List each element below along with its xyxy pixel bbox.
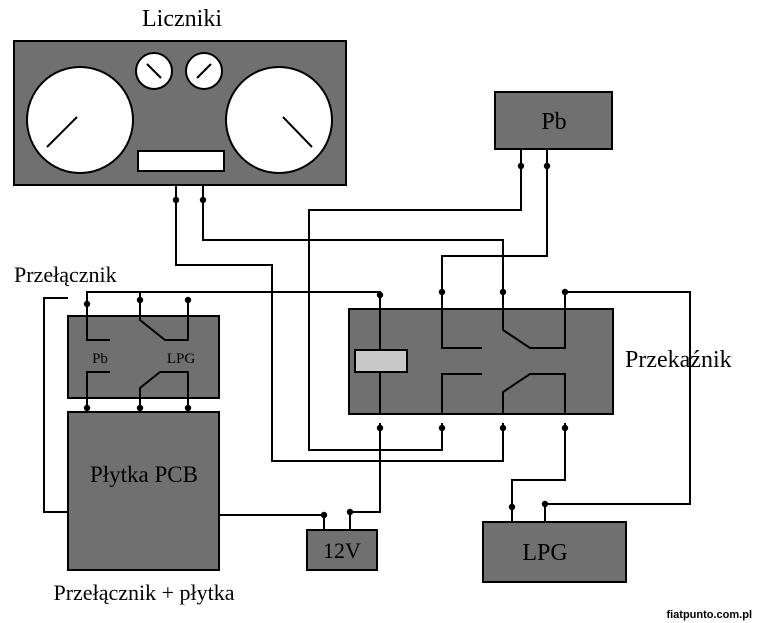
watermark: fiatpunto.com.pl [666,609,752,621]
lpg-box: LPG [482,521,627,583]
wire-relay-lpg-2 [511,423,566,523]
liczniki-box [13,40,347,186]
left-gauge-icon [26,66,134,174]
switch-box: Pb LPG [67,298,220,412]
junction-dots [83,162,569,519]
wire-pcb-12v [220,514,325,531]
wire-switch-coil [86,291,381,318]
battery-12v-box: 12V [306,529,378,571]
display-window [137,150,225,172]
pcb-box: Płytka PCB [67,411,220,571]
wire-liczniki-2 [202,186,504,310]
przelacznik-title: Przełącznik [14,262,117,287]
right-gauge-icon [225,66,333,174]
wire-pb-1 [308,150,522,451]
wire-liczniki-1 [175,186,504,462]
wire-coil-12v [349,423,381,531]
switch-lpg-label: LPG [167,351,196,367]
caption: Przełącznik + płytka [53,580,234,605]
relay-box [348,308,614,415]
wire-left-loop [43,297,68,513]
battery-12v-label: 12V [323,538,361,563]
pb-box-label: Pb [541,109,566,135]
liczniki-title: Liczniki [142,6,222,32]
relay-coil [354,349,408,373]
lpg-box-label: LPG [522,540,567,566]
pcb-label: Płytka PCB [90,462,198,487]
pb-box: Pb [494,91,613,150]
switch-pb-label: Pb [92,351,108,367]
wire-pb-2 [441,150,548,310]
przekaznik-title: Przekaźnik [625,347,732,373]
